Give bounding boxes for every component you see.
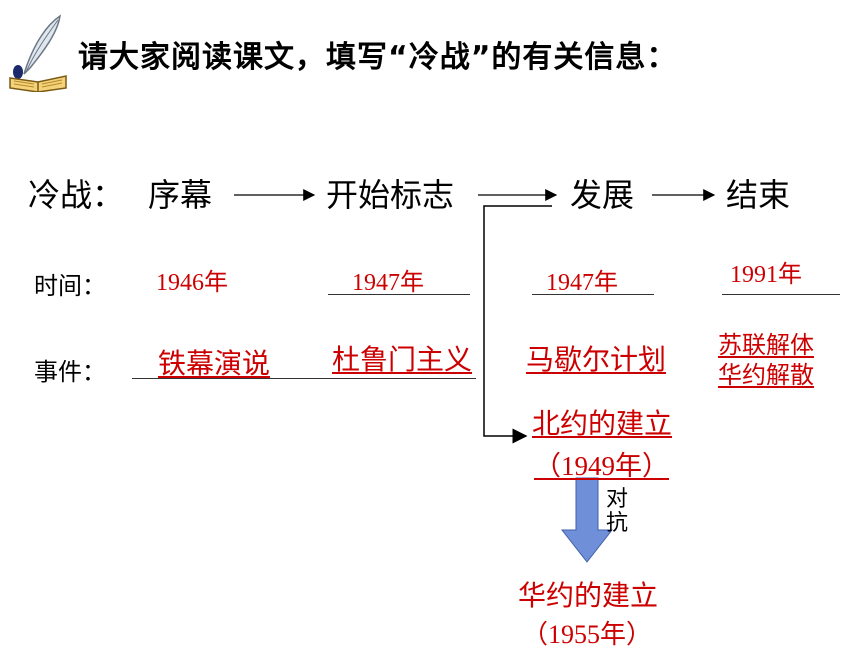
event-end: 苏联解体 华约解散 <box>718 330 814 390</box>
event-development: 马歇尔计划 <box>526 343 667 376</box>
bracket-to-nato <box>483 205 552 444</box>
event-prelude: 铁幕演说 <box>158 347 271 380</box>
event-answer-line <box>132 378 476 379</box>
time-start: 1947年 <box>352 270 424 296</box>
cold-war-label: 冷战： <box>28 176 125 214</box>
slide-title: 请大家阅读课文，填写“冷战”的有关信息： <box>78 40 678 75</box>
time-label: 时间： <box>34 272 106 300</box>
time-end-blank <box>722 294 840 295</box>
warsaw-name: 华约的建立 <box>518 579 659 612</box>
stage-end: 结束 <box>726 176 791 214</box>
stage-prelude: 序幕 <box>148 176 213 214</box>
rivalry-down-arrow <box>560 477 614 563</box>
time-development: 1947年 <box>546 270 618 296</box>
event-end-line-2: 华约解散 <box>718 361 814 389</box>
event-end-line-1: 苏联解体 <box>718 331 814 359</box>
nato-name: 北约的建立 <box>532 407 673 440</box>
stage-development: 发展 <box>570 176 635 214</box>
event-start: 杜鲁门主义 <box>332 343 473 376</box>
rivalry-label: 对 抗 <box>606 488 628 536</box>
rivalry-label-line-1: 对 <box>606 487 629 512</box>
stage-start: 开始标志 <box>326 176 455 214</box>
rivalry-label-line-2: 抗 <box>606 511 629 536</box>
time-start-blank <box>328 294 470 295</box>
nato-year: （1949年） <box>534 451 669 481</box>
time-end: 1991年 <box>730 262 802 288</box>
time-prelude: 1946年 <box>156 270 228 296</box>
quill-book-icon <box>9 14 67 92</box>
time-development-blank <box>532 294 654 295</box>
warsaw-year: （1955年） <box>522 620 653 649</box>
event-label: 事件： <box>34 358 106 386</box>
